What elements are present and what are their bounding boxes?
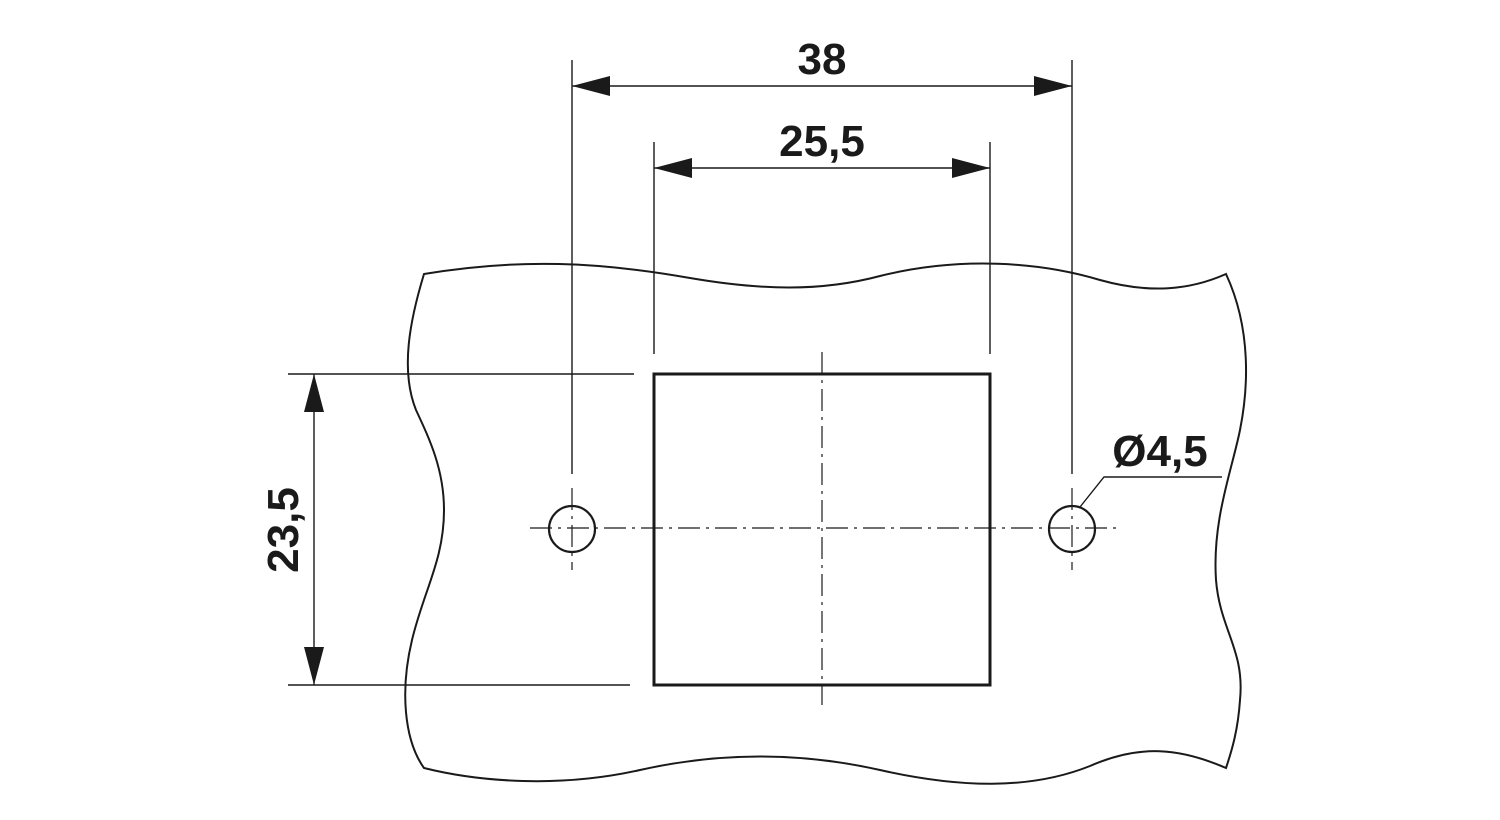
panel-outline — [404, 262, 1247, 785]
arrow-right-25-5 — [952, 158, 990, 178]
dimension-label-38: 38 — [798, 35, 847, 84]
arrow-right-38 — [1034, 76, 1072, 96]
arrow-left-38 — [572, 76, 610, 96]
arrow-left-25-5 — [654, 158, 692, 178]
dimension-label-25-5: 25,5 — [779, 117, 865, 166]
hole-diameter-leader — [1079, 476, 1222, 508]
arrow-bottom-23-5 — [304, 647, 324, 685]
right-mounting-hole — [1047, 504, 1097, 554]
left-mounting-hole — [547, 504, 597, 554]
dimension-label-23-5: 23,5 — [259, 487, 308, 573]
hole-diameter-label: Ø4,5 — [1112, 427, 1207, 476]
arrow-top-23-5 — [304, 374, 324, 412]
